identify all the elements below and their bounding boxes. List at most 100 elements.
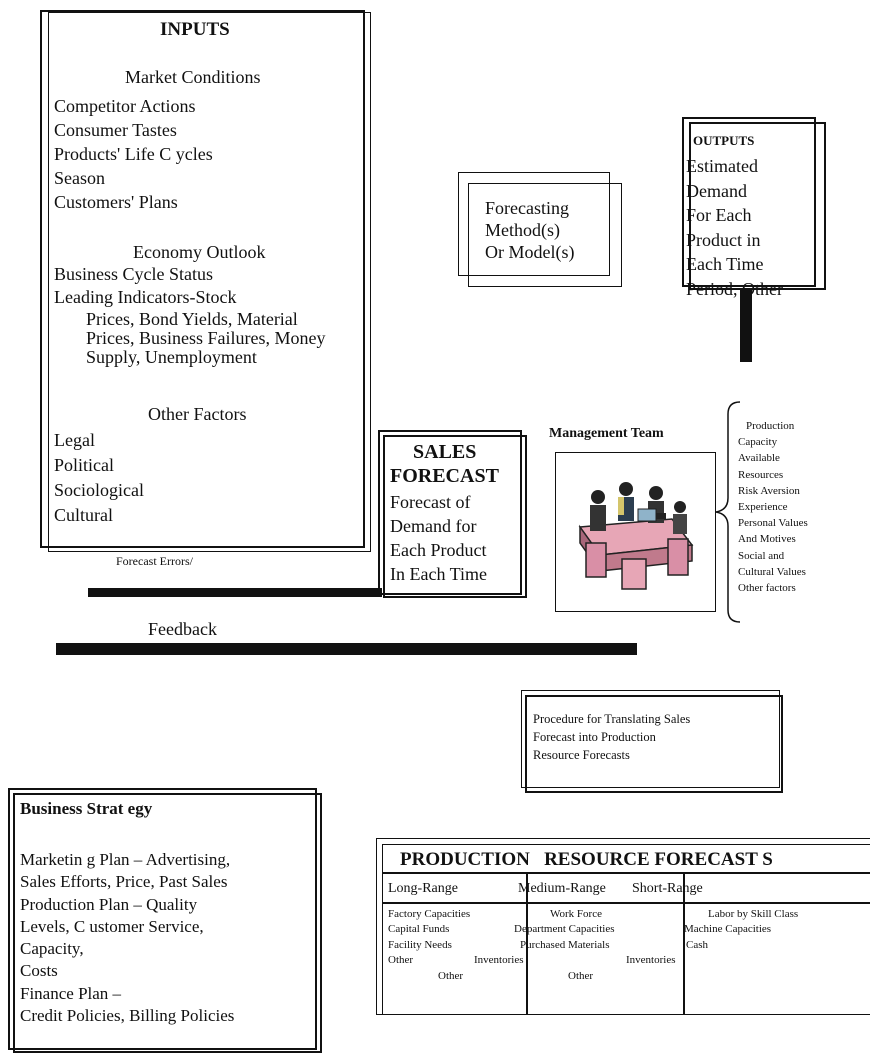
inputs-box [40,10,365,548]
list-item: Personal Values [738,517,808,530]
list-item: Season [54,168,105,188]
outputs-title: OUTPUTS [693,133,755,148]
list-item: Political [54,455,114,475]
short-item: Labor by Skill Class [708,908,799,920]
meeting-clipart-icon [578,482,694,590]
list-item: Products' Life C ycles [54,144,213,164]
list-item: Consumer Tastes [54,120,177,140]
outputs-line: Demand [686,180,747,201]
list-item: Leading Indicators-Stock [54,287,237,307]
long-item: Factory Capacities [388,908,471,920]
list-item: Legal [54,430,95,450]
list-item: Prices, Business Failures, Money [86,328,326,348]
list-item: Competitor Actions [54,96,196,116]
sales-title-2: FORECAST [390,465,499,487]
sales-title-1: SALES [413,441,477,463]
management-title: Management Team [549,426,664,441]
procedure-line: Forecast into Production [533,730,656,744]
sales-line: Each Product [390,540,487,560]
list-item: Social and [738,549,785,562]
strategy-line: Finance Plan – [20,983,122,1003]
inputs-box-shadow [48,12,371,552]
economy-outlook-sublist: Prices, Bond Yields, Material Prices, Bu… [86,310,325,367]
production-col-divider-2 [683,872,685,1015]
list-item: And Motives [738,533,796,546]
long-item: Facility Needs [388,939,452,951]
list-item: Other factors [738,582,796,595]
short-item: Cash [686,939,708,951]
outputs-line: For Each [686,205,752,225]
outputs-line: Estimated [686,156,758,176]
production-header-short: Short-Range [632,881,703,896]
list-item: Risk Aversion [738,484,800,497]
strategy-line: Production Plan – Quality [20,894,198,914]
outputs-text: Estimated Demand For Each Product in Eac… [686,154,783,301]
other-factors-list: Legal Political Sociological Cultural [54,428,144,528]
medium-item: Purchased Materials [520,939,610,951]
feedback-label: Feedback [148,619,217,639]
list-item: Resources [738,468,784,481]
method-line: Forecasting [485,198,569,218]
medium-item: Inventories [474,954,524,966]
method-line: Method(s) [485,220,560,240]
sales-line: Forecast of [390,492,471,512]
production-inner-border [382,844,870,1015]
short-item: Inventories [626,954,676,966]
list-item: Sociological [54,480,144,500]
strategy-line: Sales Efforts, Price, Past Sales [20,872,228,892]
strategy-line: Capacity, [20,939,84,959]
medium-item: Work Force [550,908,602,920]
management-brace-icon [715,401,741,623]
method-line: Or Model(s) [485,242,575,262]
procedure-box [521,690,780,788]
production-header-long: Long-Range [388,881,458,896]
list-item: Business Cycle Status [54,264,214,284]
other-factors-heading: Other Factors [148,404,247,424]
strategy-line: Levels, C ustomer Service, [20,916,204,936]
long-item: Capital Funds [388,923,450,935]
sales-box [378,430,522,595]
list-item: Available [738,452,780,465]
method-box [458,172,610,276]
medium-item: Department Capacities [514,923,615,935]
economy-outlook-list: Business Cycle Status Leading Indicators… [54,263,236,309]
inputs-title: INPUTS [160,19,230,40]
outputs-box [682,117,816,287]
procedure-box-shadow [525,695,783,793]
economy-outlook-heading: Economy Outlook [133,242,266,262]
long-item: Other [388,954,414,966]
procedure-text: Procedure for Translating Sales Forecast… [533,710,690,764]
outputs-line: Product in [686,229,761,250]
production-title: PRODUCTION RESOURCE FORECAST S [400,849,773,870]
production-table: PRODUCTION RESOURCE FORECAST S Long-Rang… [376,838,870,1015]
medium-item: Other [438,970,464,982]
list-item: Customers' Plans [54,192,178,212]
market-conditions-heading: Market Conditions [125,67,261,87]
production-header-rule [382,872,870,874]
strategy-title: Business Strat egy [20,799,153,818]
outputs-line: Each Time [686,254,764,274]
method-text: Forecasting Method(s) Or Model(s) [485,197,574,263]
method-box-shadow [468,183,622,287]
strategy-text: Marketin g Plan – Advertising, Sales Eff… [20,849,234,1027]
production-header-medium: Medium-Range [518,881,606,896]
list-item: Experience [738,501,788,514]
sales-line: In Each Time [390,564,487,584]
list-item: Capacity [738,436,778,449]
sales-box-shadow [383,435,527,598]
market-conditions-list: Competitor Actions Consumer Tastes Produ… [54,94,213,214]
feedback-arrow [56,643,637,655]
production-subheader-rule [382,902,870,904]
list-item: Prices, Bond Yields, Material [86,309,298,329]
outputs-box-shadow [689,122,826,290]
production-col-divider-1 [526,872,528,1015]
procedure-line: Resource Forecasts [533,748,630,762]
short-item: Other [568,970,594,982]
list-item: Cultural Values [738,565,806,578]
management-picture-frame [555,452,716,612]
sales-text: Forecast of Demand for Each Product In E… [390,490,487,586]
list-item: Cultural [54,505,113,525]
procedure-line: Procedure for Translating Sales [533,712,691,726]
short-item: Machine Capacities [684,923,772,935]
management-factors-list: Production Capacity Available Resources … [738,418,808,596]
